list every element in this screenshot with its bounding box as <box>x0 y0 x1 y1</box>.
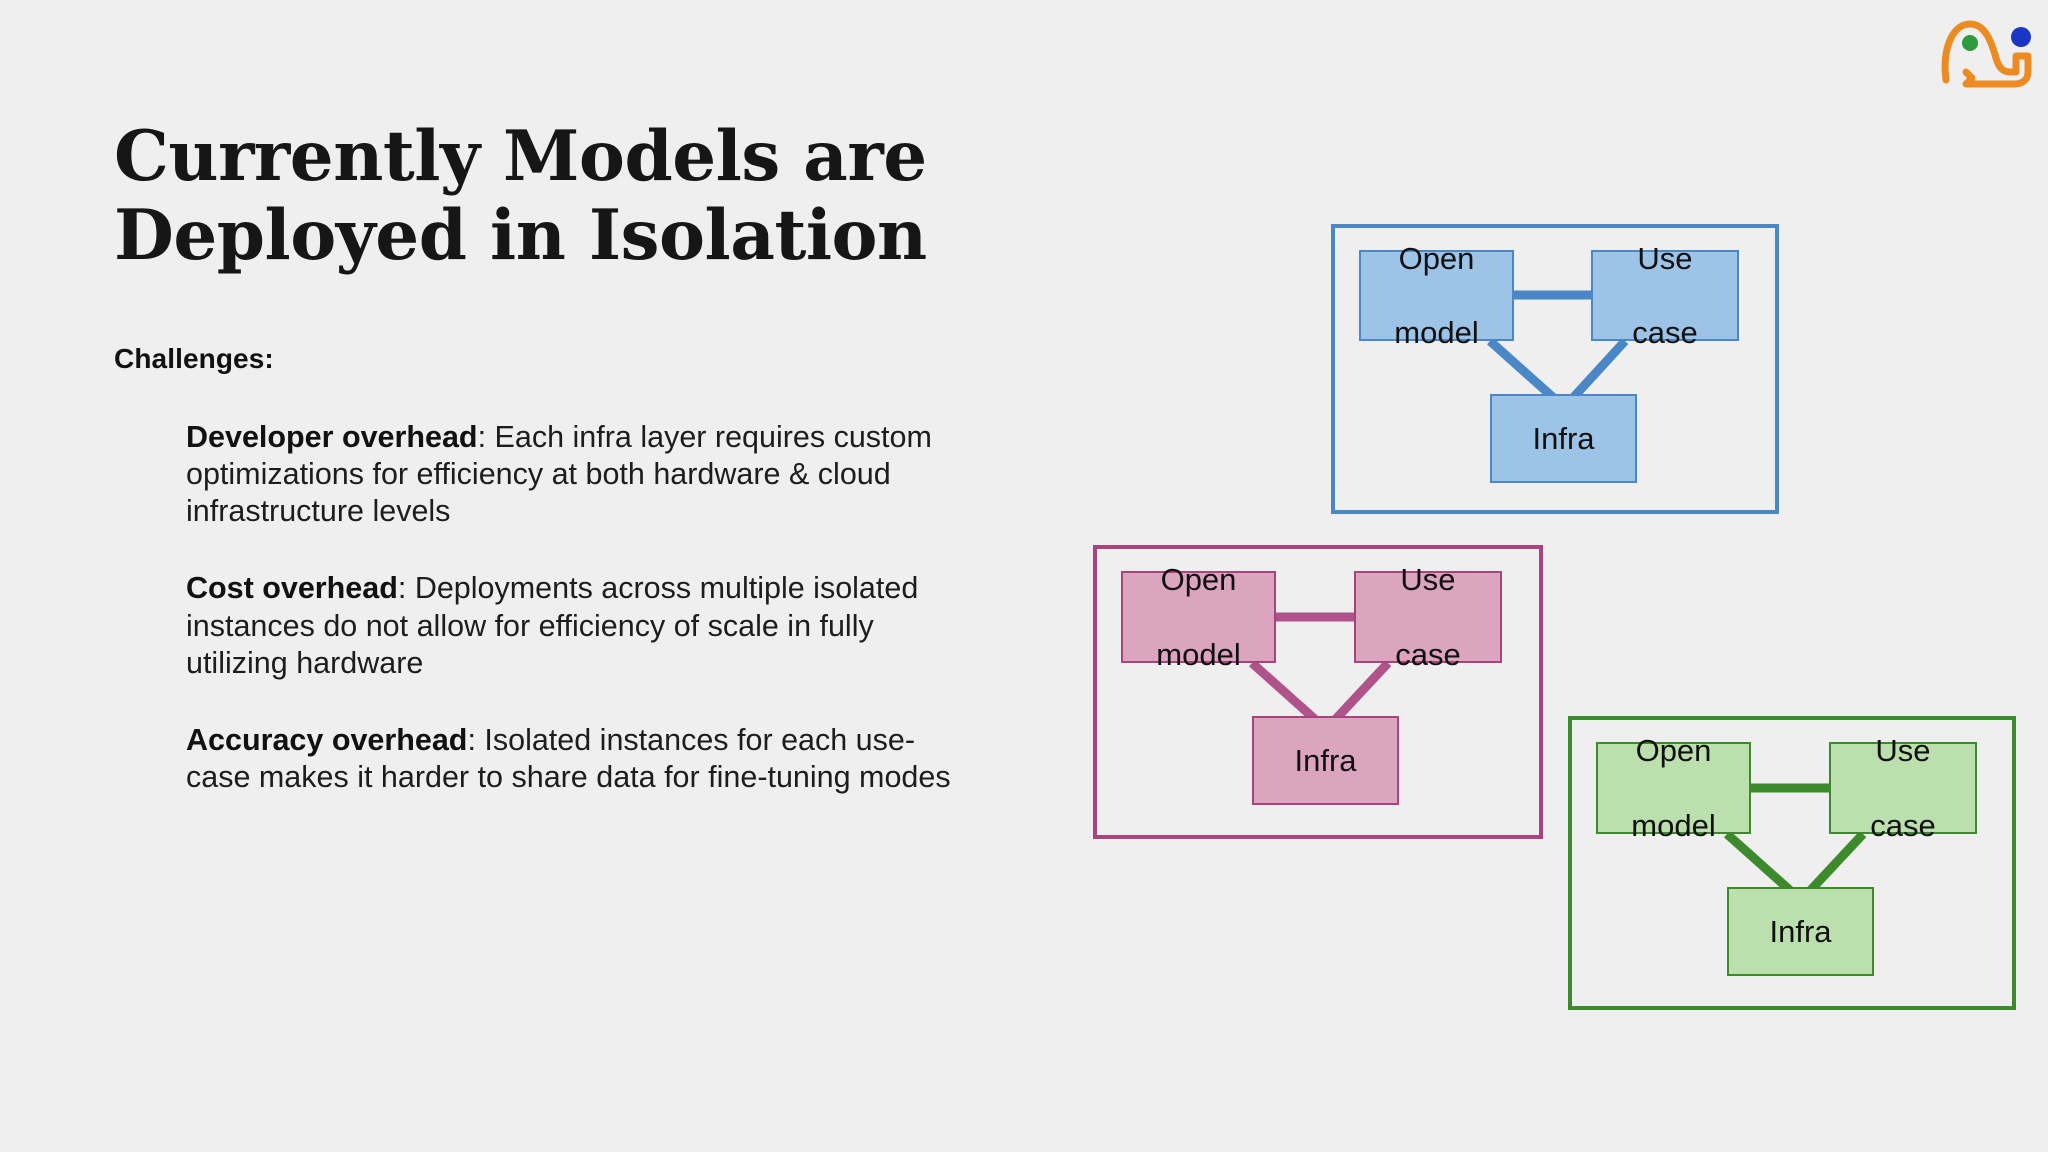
bullet-body: : Each infra layer requires custom optim… <box>186 420 932 529</box>
node-use-case-pink: Use case <box>1354 562 1502 672</box>
deployment-group-pink <box>1093 545 1543 839</box>
node-label-line-1: Use <box>1400 562 1456 598</box>
bullet-lead: Developer overhead <box>186 420 478 455</box>
node-label: Infra <box>1294 742 1357 778</box>
node-infra-green: Infra <box>1727 887 1874 976</box>
list-item: Cost overhead: Deployments across multip… <box>186 570 974 681</box>
logo-blue-dot <box>2011 27 2031 47</box>
node-label-line-2: model <box>1156 636 1241 672</box>
node-label-line-2: model <box>1631 807 1716 843</box>
node-label-line-1: Use <box>1637 240 1693 276</box>
edge-blue-use-to-infra <box>1567 337 1629 404</box>
edge-pink-use-to-infra <box>1329 659 1392 726</box>
edge-blue-open-to-infra <box>1487 337 1559 404</box>
node-use-case-blue: Use case <box>1591 241 1739 350</box>
node-label-line-1: Open <box>1635 733 1712 769</box>
bullet-lead: Accuracy overhead <box>186 722 468 757</box>
node-label-line-2: case <box>1395 636 1461 672</box>
edge-green-use-to-infra <box>1804 830 1867 897</box>
node-use-case-green: Use case <box>1829 733 1977 843</box>
node-open-model-blue: Open model <box>1359 241 1514 350</box>
bullet-body: : Deployments across multiple isolated i… <box>186 571 919 680</box>
list-item: Accuracy overhead: Isolated instances fo… <box>186 722 974 796</box>
node-label-line-2: case <box>1870 807 1936 843</box>
node-infra-blue: Infra <box>1490 394 1637 483</box>
node-label: Infra <box>1769 913 1832 949</box>
logo-wave-stroke <box>1941 20 2032 88</box>
deployment-group-blue <box>1331 224 1779 514</box>
node-label-line-1: Open <box>1160 562 1237 598</box>
challenges-list: Developer overhead: Each infra layer req… <box>114 419 974 795</box>
page-title-line-2: Deployed in Isolation <box>114 194 927 276</box>
bullet-lead: Cost overhead <box>186 571 398 606</box>
node-infra-pink: Infra <box>1252 716 1399 805</box>
node-open-model-green: Open model <box>1596 733 1751 843</box>
company-logo <box>1936 10 2034 88</box>
edge-green-open-to-infra <box>1724 830 1796 897</box>
node-label-line-1: Open <box>1398 240 1475 276</box>
logo-green-dot <box>1962 35 1978 51</box>
node-label-line-2: case <box>1632 315 1698 351</box>
challenges-heading: Challenges: <box>114 343 274 375</box>
page-title-line-1: Currently Models are <box>114 116 927 197</box>
node-label-line-2: model <box>1394 315 1479 351</box>
node-open-model-pink: Open model <box>1121 562 1276 672</box>
edge-pink-open-to-infra <box>1249 659 1321 726</box>
node-label-line-1: Use <box>1875 733 1931 769</box>
list-item: Developer overhead: Each infra layer req… <box>186 419 974 530</box>
node-label: Infra <box>1532 420 1595 456</box>
deployment-group-green <box>1568 716 2016 1010</box>
bullet-body: : Isolated instances for each use-case m… <box>186 722 951 794</box>
